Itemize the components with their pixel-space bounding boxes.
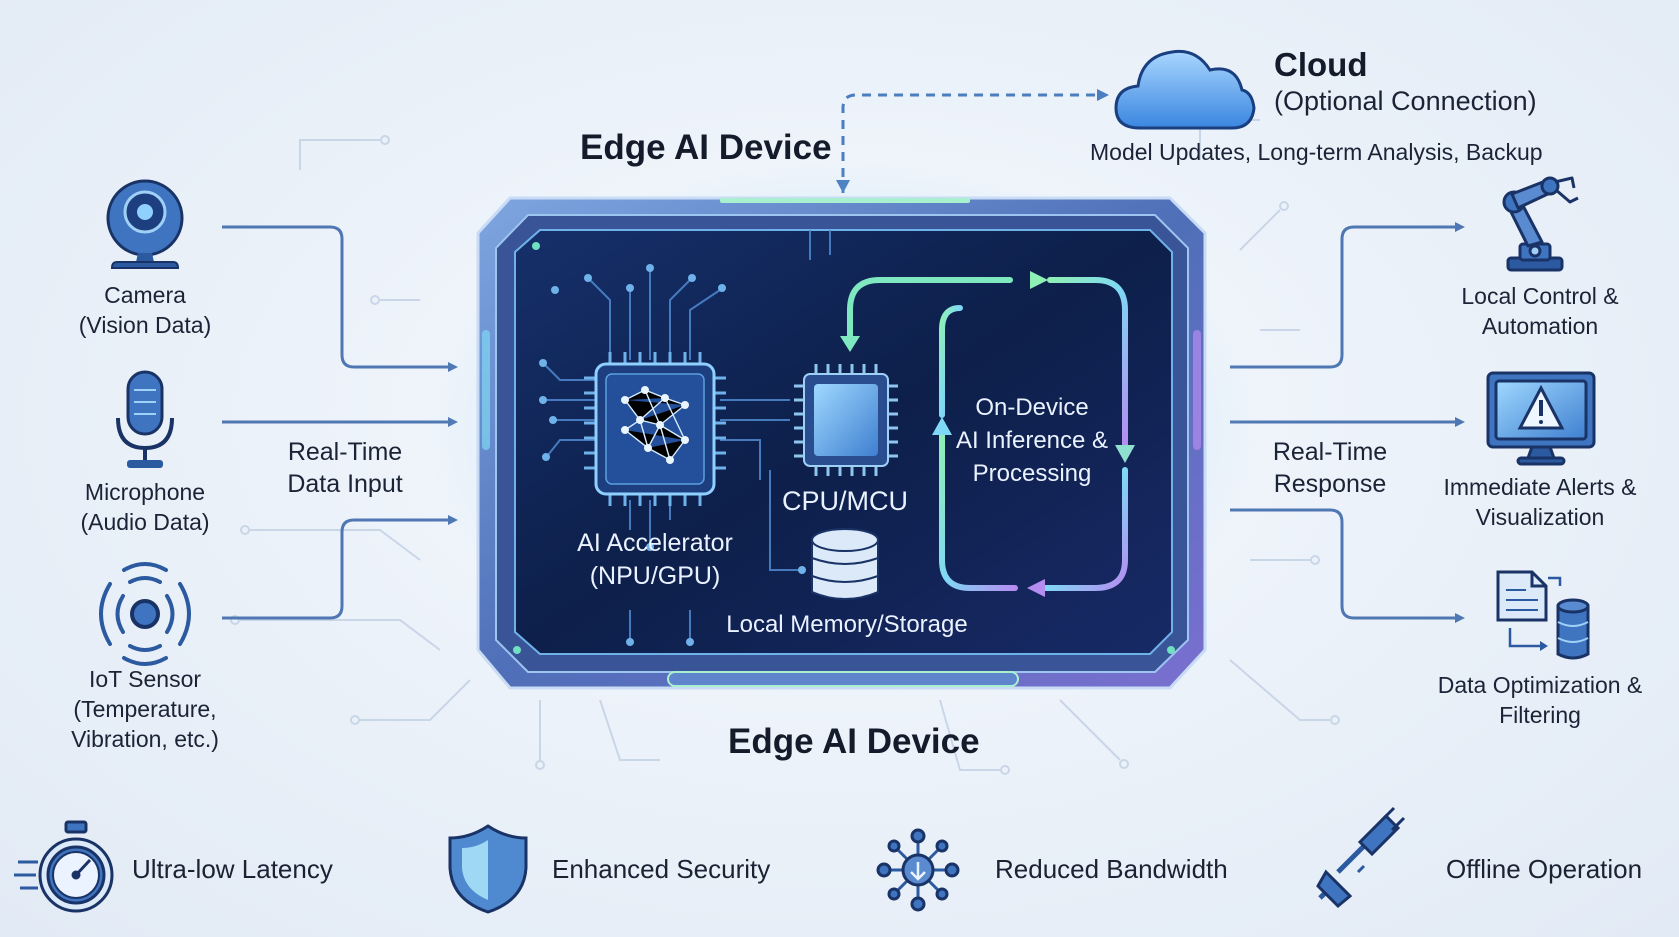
cloud-link-arrow xyxy=(841,89,1109,193)
cloud-subtitle: (Optional Connection) xyxy=(1274,86,1537,116)
cloud-title: Cloud xyxy=(1274,46,1368,83)
input-arrows xyxy=(222,225,458,620)
cpu-chip xyxy=(794,364,898,476)
realtime-input-label: Real-Time Data Input xyxy=(287,438,403,498)
cloud-description: Model Updates, Long-term Analysis, Backu… xyxy=(1090,139,1543,165)
cloud-icon xyxy=(1114,49,1256,130)
trace-nodes xyxy=(539,264,806,646)
feature-offline-operation: Offline Operation xyxy=(1446,854,1643,884)
output-arrows xyxy=(1230,222,1465,623)
background-circuit-traces xyxy=(230,119,1340,775)
alerts-label: Immediate Alerts & Visualization xyxy=(1443,474,1637,530)
document-database-icon xyxy=(1496,570,1590,660)
ai-accelerator-chip xyxy=(584,352,726,506)
inference-label: On-Device AI Inference & Processing xyxy=(955,394,1109,487)
feature-ultra-low-latency: Ultra-low Latency xyxy=(132,854,333,884)
stopwatch-icon xyxy=(14,820,114,913)
shield-icon xyxy=(448,824,528,914)
iot-sensor-label: IoT Sensor (Temperature, Vibration, etc.… xyxy=(71,666,219,752)
inference-loop xyxy=(847,277,1128,591)
feature-enhanced-security: Enhanced Security xyxy=(552,854,771,884)
inner-circuit-traces xyxy=(544,230,831,640)
iot-sensor-icon xyxy=(99,562,191,666)
camera-icon xyxy=(106,179,184,269)
device-title-bottom: Edge AI Device xyxy=(728,722,980,761)
database-icon xyxy=(811,528,879,600)
device-title-top: Edge AI Device xyxy=(580,128,832,167)
microphone-label: Microphone (Audio Data) xyxy=(80,479,210,535)
unplugged-icon xyxy=(1316,806,1406,909)
camera-label: Camera (Vision Data) xyxy=(78,282,212,338)
memory-label: Local Memory/Storage xyxy=(726,611,968,638)
microphone-icon xyxy=(116,370,174,468)
local-control-label: Local Control & Automation xyxy=(1461,283,1619,339)
cpu-label: CPU/MCU xyxy=(782,486,908,516)
optimization-label: Data Optimization & Filtering xyxy=(1437,672,1643,728)
loop-arrowheads xyxy=(840,271,1135,597)
robot-arm-icon xyxy=(1502,176,1579,272)
monitor-alert-icon xyxy=(1486,371,1596,466)
feature-reduced-bandwidth: Reduced Bandwidth xyxy=(995,854,1228,884)
network-hub-icon xyxy=(876,828,960,912)
ai-accelerator-label: AI Accelerator (NPU/GPU) xyxy=(577,529,733,590)
realtime-response-label: Real-Time Response xyxy=(1272,438,1388,498)
